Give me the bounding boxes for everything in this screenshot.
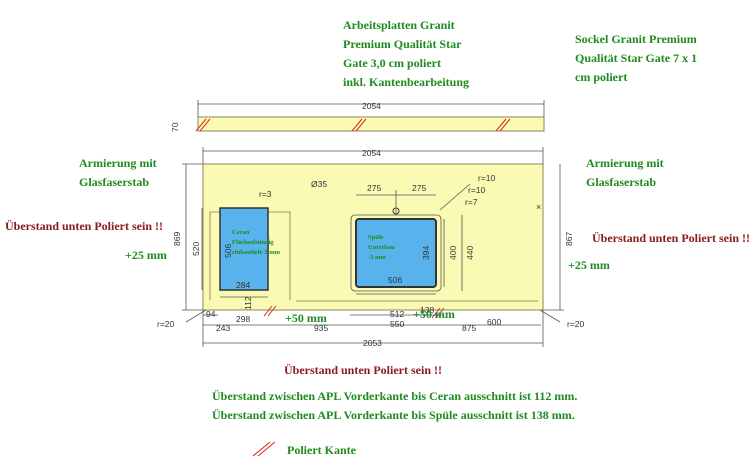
dim-sink-440: 440 — [465, 246, 475, 260]
reinforcement-left-note: Armierung mit Glasfaserstab — [79, 154, 157, 192]
overhang-left-note: Überstand unten Poliert sein !! — [5, 219, 163, 233]
sink-outline — [350, 214, 442, 292]
dim-top-width: 2054 — [362, 148, 381, 158]
dim-front-875: 875 — [462, 323, 476, 333]
dim-hob-width: 284 — [236, 280, 250, 290]
dim-hob-corner: r=3 — [259, 189, 272, 199]
dim-tap-hole: Ø35 — [311, 179, 327, 189]
dim-sink-height: 394 — [421, 246, 431, 260]
ceran-cutout — [219, 207, 269, 291]
plus50-right: +50 mm — [413, 307, 455, 321]
dim-sink-400: 400 — [448, 246, 458, 260]
reinforcement-left-line: Armierung mit — [79, 156, 157, 170]
dim-bottom-width: 2053 — [363, 338, 382, 348]
plinth-title-line: Sockel Granit Premium — [575, 32, 697, 46]
dim-hob-depth: 112 — [243, 296, 253, 310]
dim-sink-half-b: 275 — [412, 183, 426, 193]
sink-label-2: Unterbau — [368, 244, 395, 251]
legend-polished-edge: Poliert Kante — [287, 443, 356, 457]
worktop-title: Arbeitsplatten Granit Premium Qualität S… — [343, 16, 469, 92]
dim-front-935: 935 — [314, 323, 328, 333]
dim-hob-offset-x: 94 — [206, 309, 216, 319]
plinth-title-line: Qualität Star Gate 7 x 1 — [575, 51, 698, 65]
dim-plinth-width: 2054 — [362, 101, 381, 111]
sink-distance-note: Überstand zwischen APL Vorderkante bis S… — [212, 408, 575, 422]
worktop-title-line: Arbeitsplatten Granit — [343, 18, 455, 32]
sink-label-3: -3 mm — [368, 254, 386, 261]
sink-label-1: Spüle — [368, 234, 384, 241]
worktop-title-line: Gate 3,0 cm poliert — [343, 56, 441, 70]
ceran-distance-note: Überstand zwischen APL Vorderkante bis C… — [212, 389, 578, 403]
dim-front-600: 600 — [487, 317, 501, 327]
dim-sink-550: 550 — [390, 319, 404, 329]
polished-edge-marks — [195, 118, 511, 457]
plinth-title-line: cm poliert — [575, 70, 628, 84]
reinforcement-right-line: Armierung mit — [586, 156, 664, 170]
reinforcement-right-note: Armierung mit Glasfaserstab — [586, 154, 664, 192]
dim-sink-half-a: 275 — [367, 183, 381, 193]
plus25-right: +25 mm — [568, 258, 610, 272]
dim-corner-left: r=20 — [157, 319, 175, 329]
ceran-label-1: Ceran — [232, 229, 250, 236]
cross-mark: × — [536, 202, 541, 212]
dim-hob-height: 506 — [223, 244, 233, 258]
worktop-title-line: Premium Qualität Star — [343, 37, 462, 51]
dim-r7: r=7 — [465, 197, 478, 207]
dim-plinth-height: 70 — [170, 122, 180, 132]
dim-sink-512: 512 — [390, 309, 404, 319]
sink-cutout — [355, 218, 437, 288]
ceran-label-2: Flächenbündig — [232, 239, 274, 246]
dim-right-height: 867 — [564, 232, 574, 246]
plus50-left: +50 mm — [285, 311, 327, 325]
ceran-label-3: einbautiefe 5 mm — [232, 249, 281, 256]
dimension-lines — [182, 100, 564, 347]
worktop-title-line: inkl. Kantenbearbeitung — [343, 75, 470, 89]
overhang-right-note: Überstand unten Poliert sein !! — [592, 231, 750, 245]
plinth-strip — [197, 116, 545, 132]
plinth-title: Sockel Granit Premium Qualität Star Gate… — [575, 30, 697, 87]
overhang-bottom-note: Überstand unten Poliert sein !! — [284, 363, 442, 377]
dim-sink-width: 506 — [388, 275, 402, 285]
reinforcement-right-line: Glasfaserstab — [586, 175, 656, 189]
reinforcement-left-line: Glasfaserstab — [79, 175, 149, 189]
dim-left-to-hob: 243 — [216, 323, 230, 333]
dim-left-height: 869 — [172, 232, 182, 246]
plus25-left: +25 mm — [125, 248, 167, 262]
dim-r10b: r=10 — [468, 185, 486, 195]
dim-sink-depth: 138 — [420, 305, 434, 315]
dim-r10a: r=10 — [478, 173, 496, 183]
dim-corner-right: r=20 — [567, 319, 585, 329]
dim-hob-to-gap: 298 — [236, 314, 250, 324]
dim-hob-offset-y: 520 — [191, 242, 201, 256]
